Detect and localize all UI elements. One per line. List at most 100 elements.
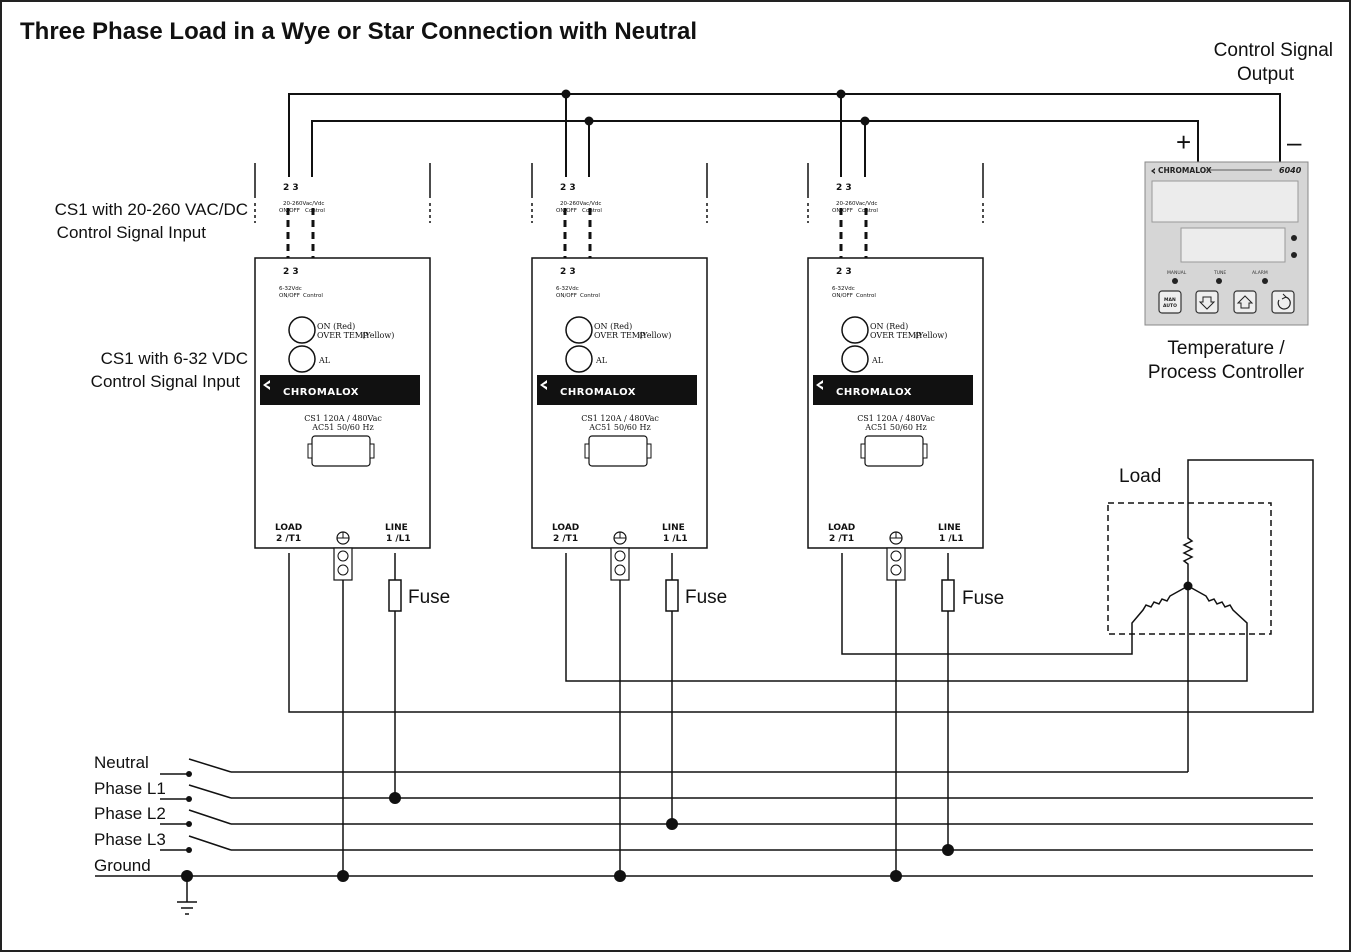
svg-text:ALARM: ALARM bbox=[1252, 270, 1268, 276]
svg-text:2 /T1: 2 /T1 bbox=[553, 534, 578, 544]
svg-text:6040: 6040 bbox=[1279, 166, 1302, 175]
negative-sign: – bbox=[1287, 127, 1302, 157]
svg-text:1 /L1: 1 /L1 bbox=[939, 534, 964, 544]
svg-text:MAN: MAN bbox=[1164, 297, 1176, 303]
cs1-vac-label: CS1 with 20-260 VAC/DC bbox=[55, 200, 248, 219]
svg-text:ON/OFF: ON/OFF bbox=[279, 293, 300, 299]
fuse-label-2: Fuse bbox=[685, 587, 727, 608]
down-arrow-key[interactable] bbox=[1195, 290, 1219, 314]
cs1-module-3: 2 3 20-260Vac/Vdc ON/OFF Control 2 3 6-3… bbox=[806, 161, 985, 582]
svg-text:20-260Vac/Vdc: 20-260Vac/Vdc bbox=[560, 201, 601, 207]
man-auto-key[interactable]: MAN AUTO bbox=[1158, 290, 1182, 314]
control-signal-wiring bbox=[288, 89, 1281, 177]
up-arrow-key[interactable] bbox=[1233, 290, 1257, 314]
up-arrow-icon bbox=[1236, 295, 1254, 309]
svg-text:CS1 120A / 480Vac: CS1 120A / 480Vac bbox=[581, 414, 659, 423]
controller-label: Temperature / bbox=[1167, 338, 1285, 359]
page-title: Three Phase Load in a Wye or Star Connec… bbox=[20, 18, 697, 45]
brand-label: CHROMALOX bbox=[836, 387, 912, 398]
svg-text:(Yellow): (Yellow) bbox=[915, 331, 947, 340]
svg-text:CHROMALOX: CHROMALOX bbox=[1158, 166, 1212, 175]
svg-text:AC51 50/60 Hz: AC51 50/60 Hz bbox=[588, 423, 650, 432]
svg-text:LINE: LINE bbox=[385, 523, 408, 533]
svg-text:(Yellow): (Yellow) bbox=[362, 331, 394, 340]
phase-l3-label: Phase L3 bbox=[94, 830, 166, 849]
wye-load bbox=[288, 459, 1314, 772]
svg-text:LOAD: LOAD bbox=[828, 523, 855, 533]
svg-text:1 /L1: 1 /L1 bbox=[386, 534, 411, 544]
svg-text:2 /T1: 2 /T1 bbox=[276, 534, 301, 544]
svg-text:Control: Control bbox=[856, 293, 876, 299]
ground-label: Ground bbox=[94, 856, 151, 875]
svg-text:MANUAL: MANUAL bbox=[1167, 270, 1187, 276]
svg-text:2 3: 2 3 bbox=[560, 267, 576, 277]
load-label: Load bbox=[1119, 466, 1161, 487]
svg-text:ON/OFF: ON/OFF bbox=[832, 293, 853, 299]
svg-text:ON (Red): ON (Red) bbox=[594, 322, 632, 331]
brand-label: CHROMALOX bbox=[560, 387, 636, 398]
control-signal-output-label-line2: Output bbox=[1237, 64, 1295, 85]
svg-text:OVER TEMP: OVER TEMP bbox=[870, 331, 922, 340]
brand-label: CHROMALOX bbox=[283, 387, 359, 398]
svg-text:2 3: 2 3 bbox=[283, 183, 299, 193]
svg-text:Control: Control bbox=[303, 293, 323, 299]
svg-text:2 3: 2 3 bbox=[836, 183, 852, 193]
cycle-key[interactable] bbox=[1271, 290, 1295, 314]
svg-text:LINE: LINE bbox=[938, 523, 961, 533]
svg-text:AC51 50/60 Hz: AC51 50/60 Hz bbox=[311, 423, 373, 432]
fuse-1 bbox=[388, 579, 402, 612]
svg-text:AL: AL bbox=[871, 356, 884, 365]
svg-text:2 /T1: 2 /T1 bbox=[829, 534, 854, 544]
svg-text:LOAD: LOAD bbox=[275, 523, 302, 533]
svg-text:TUNE: TUNE bbox=[1213, 270, 1226, 276]
svg-text:2 3: 2 3 bbox=[283, 267, 299, 277]
svg-text:OVER TEMP: OVER TEMP bbox=[594, 331, 646, 340]
cs1-vac-label-line2: Control Signal Input bbox=[57, 223, 207, 242]
svg-text:2 3: 2 3 bbox=[560, 183, 576, 193]
svg-text:6-32Vdc: 6-32Vdc bbox=[556, 286, 579, 292]
svg-text:LOAD: LOAD bbox=[552, 523, 579, 533]
svg-text:Control: Control bbox=[305, 208, 325, 214]
fuse-3 bbox=[941, 579, 955, 612]
controller-label-line2: Process Controller bbox=[1148, 362, 1305, 383]
svg-text:Control: Control bbox=[858, 208, 878, 214]
svg-text:AC51 50/60 Hz: AC51 50/60 Hz bbox=[864, 423, 926, 432]
process-controller: CHROMALOX 6040 MANUAL TUNE ALARM MAN AUT… bbox=[1144, 161, 1309, 326]
supply-lines bbox=[95, 758, 1313, 882]
svg-text:1 /L1: 1 /L1 bbox=[663, 534, 688, 544]
fuse-line-taps bbox=[337, 553, 955, 882]
cycle-icon bbox=[1277, 296, 1291, 310]
svg-text:ON/OFF: ON/OFF bbox=[832, 208, 853, 214]
cs1-module-1: 2 3 20-260Vac/Vdc ON/OFF Control 2 3 6-3… bbox=[253, 161, 432, 582]
svg-text:LINE: LINE bbox=[662, 523, 685, 533]
svg-text:20-260Vac/Vdc: 20-260Vac/Vdc bbox=[836, 201, 877, 207]
fuse-label-3: Fuse bbox=[962, 588, 1004, 609]
svg-text:20-260Vac/Vdc: 20-260Vac/Vdc bbox=[283, 201, 324, 207]
chromalox-logo-icon bbox=[1151, 168, 1155, 174]
svg-text:OVER TEMP: OVER TEMP bbox=[317, 331, 369, 340]
control-signal-output-label: Control Signal bbox=[1214, 40, 1333, 61]
svg-text:Control: Control bbox=[580, 293, 600, 299]
down-arrow-icon bbox=[1198, 296, 1216, 310]
svg-text:CS1 120A / 480Vac: CS1 120A / 480Vac bbox=[857, 414, 935, 423]
phase-l2-label: Phase L2 bbox=[94, 804, 166, 823]
svg-text:ON (Red): ON (Red) bbox=[317, 322, 355, 331]
ground-symbol-icon bbox=[177, 876, 197, 915]
positive-sign: + bbox=[1176, 127, 1191, 157]
load-enclosure bbox=[1107, 502, 1272, 635]
svg-text:(Yellow): (Yellow) bbox=[639, 331, 671, 340]
svg-text:ON/OFF: ON/OFF bbox=[556, 293, 577, 299]
cs1-vdc-label: CS1 with 6-32 VDC bbox=[101, 349, 248, 368]
chromalox-logo-icon bbox=[263, 380, 823, 390]
phase-l1-label: Phase L1 bbox=[94, 779, 166, 798]
svg-text:6-32Vdc: 6-32Vdc bbox=[832, 286, 855, 292]
cs1-module-2: 2 3 20-260Vac/Vdc ON/OFF Control 2 3 6-3… bbox=[530, 161, 709, 582]
neutral-label: Neutral bbox=[94, 753, 149, 772]
svg-text:ON/OFF: ON/OFF bbox=[279, 208, 300, 214]
svg-text:2 3: 2 3 bbox=[836, 267, 852, 277]
svg-text:Control: Control bbox=[582, 208, 602, 214]
svg-text:6-32Vdc: 6-32Vdc bbox=[279, 286, 302, 292]
